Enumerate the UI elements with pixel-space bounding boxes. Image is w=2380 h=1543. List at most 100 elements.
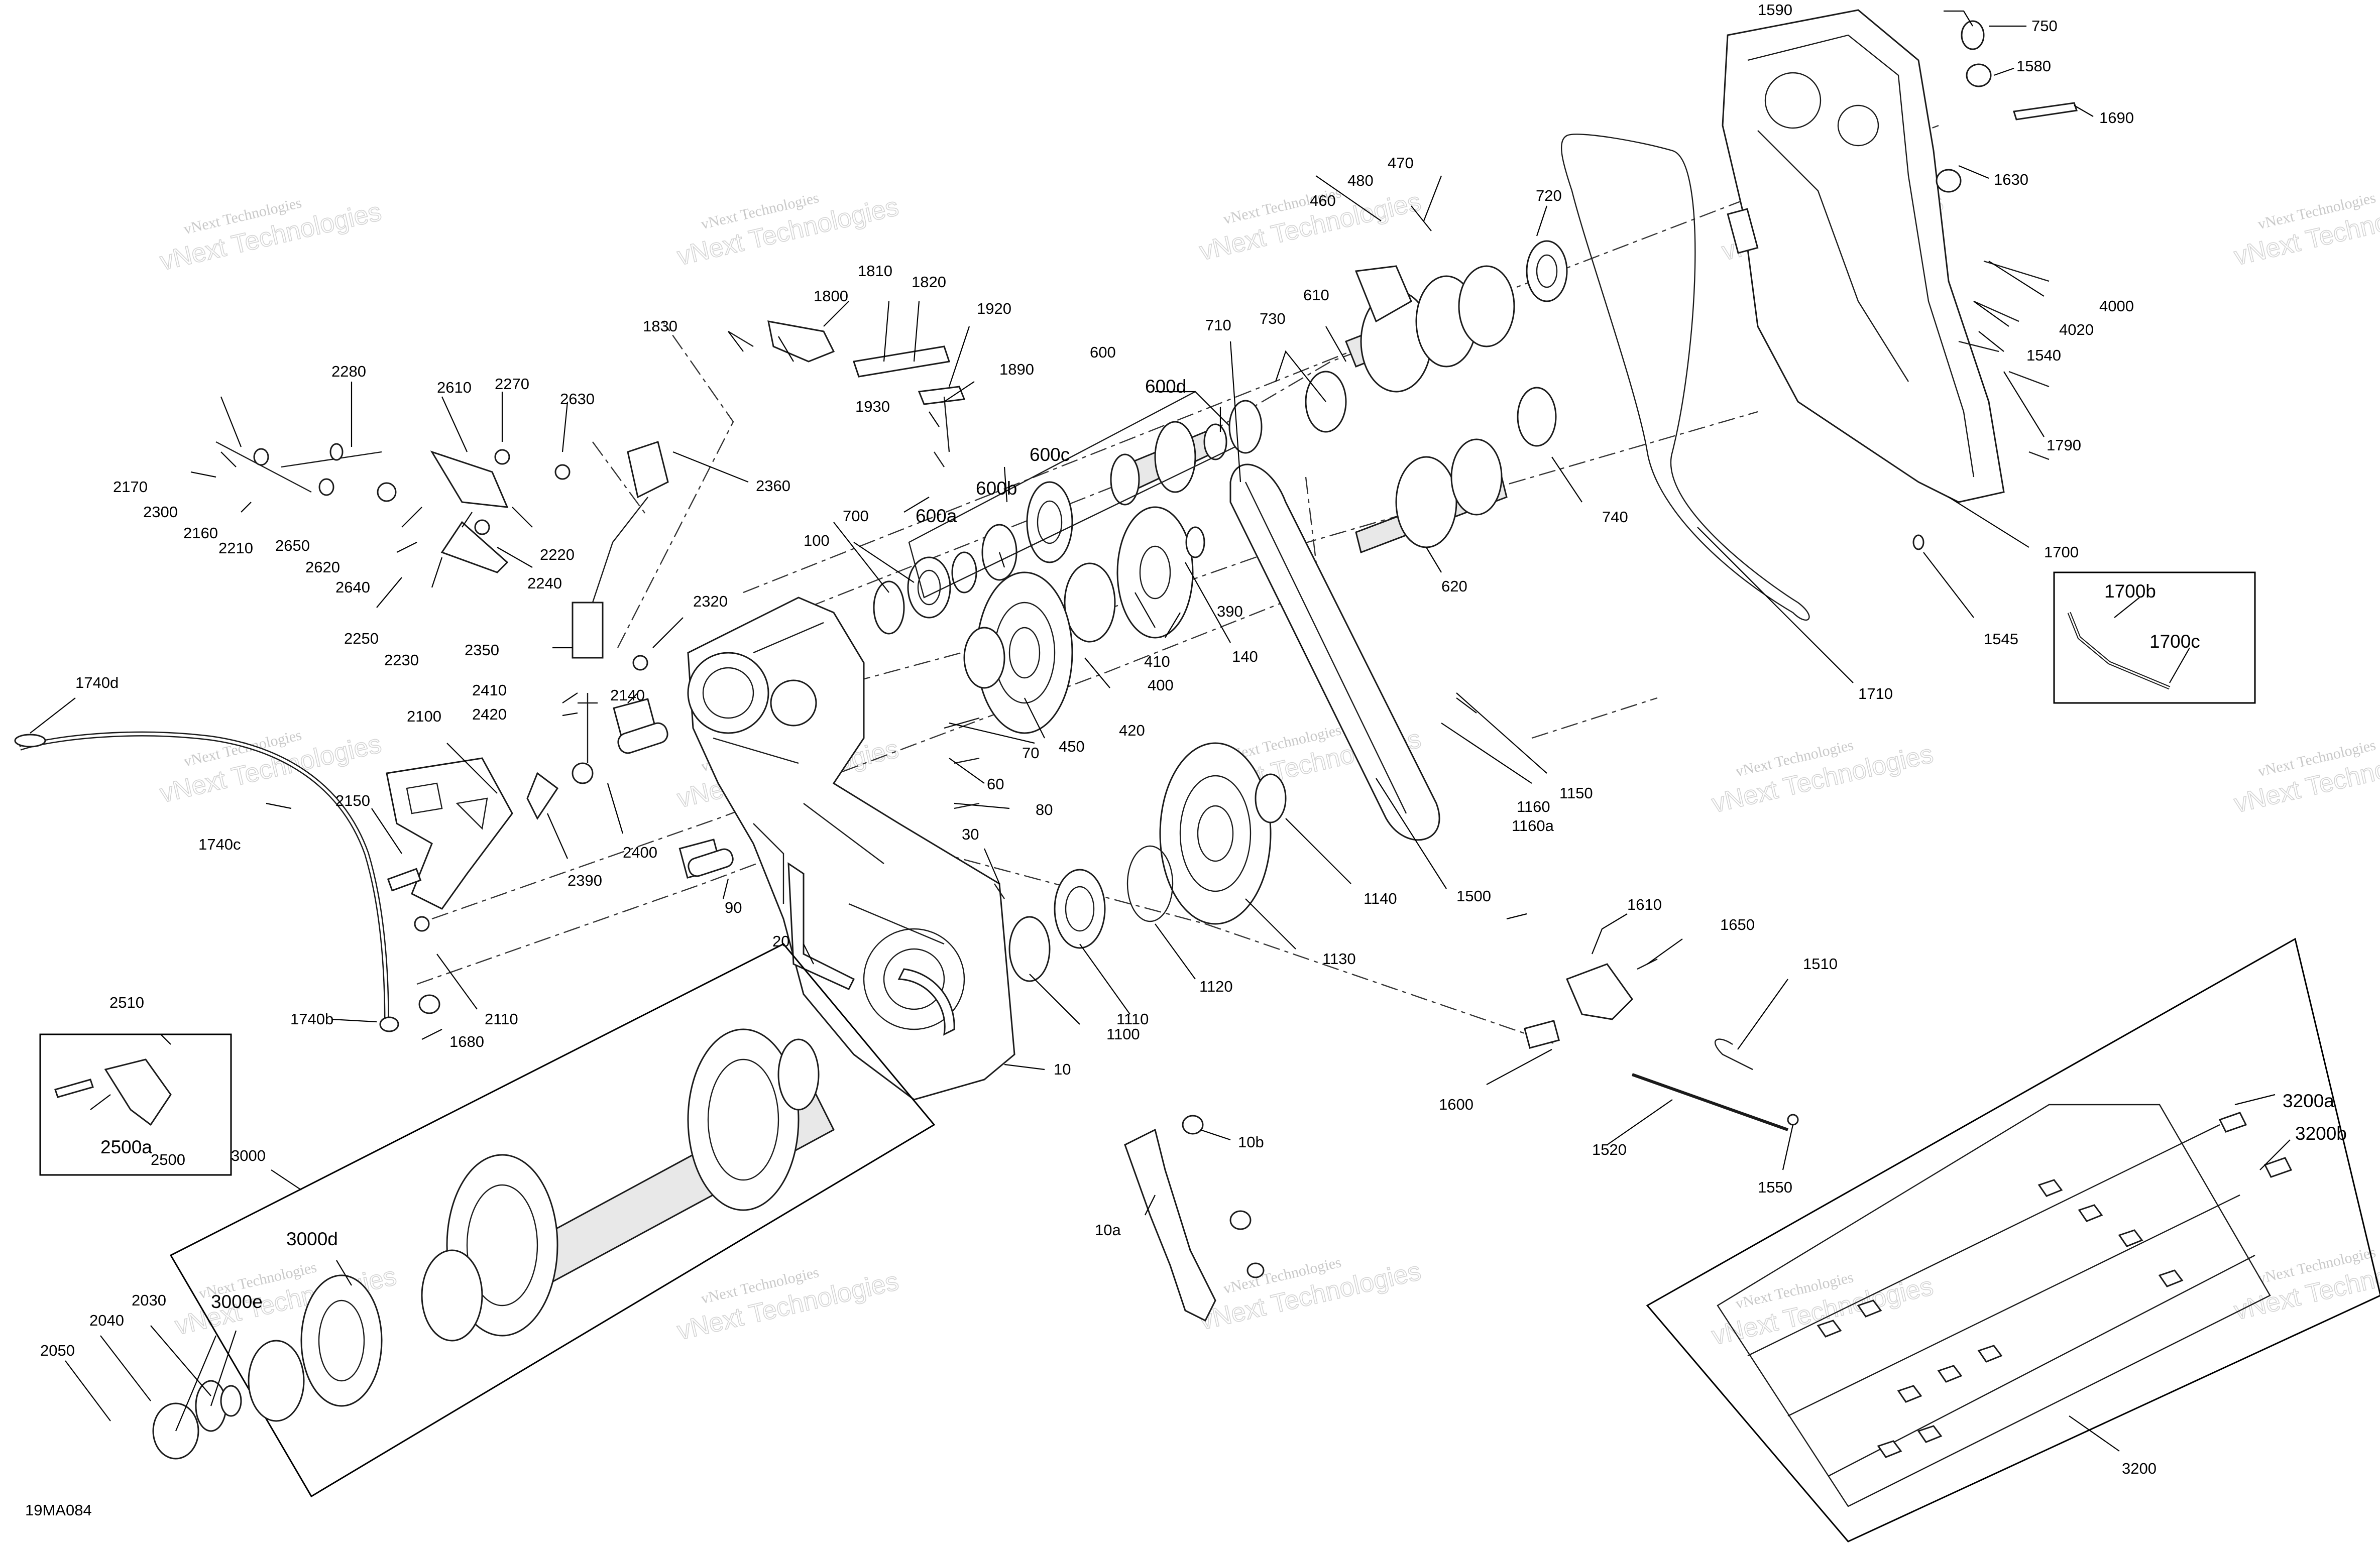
label-2150: 2150 [335, 792, 370, 809]
label-2640: 2640 [335, 578, 370, 596]
label-1630: 1630 [1994, 171, 2028, 188]
label-2210: 2210 [218, 539, 253, 557]
watermark: vNext Technologies vNext Technologies [157, 194, 384, 277]
drive-belt [1229, 463, 1440, 841]
label-600d: 600d [1145, 376, 1186, 397]
label-3000d: 3000d [286, 1229, 338, 1249]
label-2400: 2400 [623, 844, 657, 861]
label-700: 700 [843, 507, 869, 525]
kit-box-3000 [152, 943, 936, 1498]
gear-1130 [1008, 742, 1287, 982]
label-1580: 1580 [2016, 57, 2051, 75]
label-2160: 2160 [183, 524, 218, 542]
watermark: vNext Technologies vNext Technologies [1709, 1269, 1936, 1351]
label-1160: 1160 [1517, 798, 1550, 815]
label-1140: 1140 [1364, 890, 1397, 907]
kit-box-1700 [2053, 571, 2256, 704]
label-2610: 2610 [437, 379, 472, 396]
label-1700c: 1700c [2149, 631, 2200, 652]
label-2390: 2390 [568, 872, 602, 889]
label-2510: 2510 [109, 994, 144, 1011]
label-2500a: 2500a [100, 1137, 152, 1157]
label-1820: 1820 [912, 273, 946, 291]
label-2620: 2620 [305, 558, 340, 576]
label-70: 70 [1022, 744, 1039, 762]
label-2420: 2420 [472, 705, 507, 723]
label-1150: 1150 [1559, 784, 1593, 802]
label-2410: 2410 [472, 681, 507, 699]
watermark: vNext Technologies vNext Technologies [674, 189, 901, 272]
label-2280: 2280 [331, 363, 366, 380]
label-2270: 2270 [495, 375, 529, 393]
label-1740b: 1740b [290, 1010, 333, 1028]
label-2630: 2630 [560, 390, 595, 408]
label-2100: 2100 [407, 707, 441, 725]
label-10: 10 [1054, 1060, 1071, 1078]
label-1500: 1500 [1456, 887, 1491, 905]
gasket-1710 [1560, 134, 1810, 621]
label-1610: 1610 [1627, 896, 1662, 913]
watermark: vNext Technologies vNext Technologies [1196, 184, 1424, 267]
watermark: vNext Technologies vNext Technologies [2231, 737, 2380, 819]
diagram-code: 19MA084 [25, 1501, 92, 1519]
label-1650: 1650 [1720, 916, 1755, 933]
label-2220: 2220 [540, 546, 575, 563]
label-3200a: 3200a [2283, 1091, 2334, 1111]
label-3000: 3000 [231, 1147, 266, 1164]
label-1590: 1590 [1758, 1, 1792, 19]
bracket-10a [1124, 1115, 1265, 1322]
label-2240: 2240 [527, 574, 562, 592]
label-610: 610 [1303, 286, 1329, 304]
watermark: vNext Technologies vNext Technologies [2231, 189, 2380, 272]
label-710: 710 [1205, 316, 1231, 334]
label-480: 480 [1347, 172, 1374, 189]
label-460: 460 [1310, 192, 1336, 209]
cover-hardware [1912, 20, 2078, 550]
label-600: 600 [1090, 343, 1116, 361]
label-1160a: 1160a [1512, 817, 1554, 835]
label-1130: 1130 [1322, 950, 1356, 968]
label-2050: 2050 [40, 1342, 75, 1359]
label-730: 730 [1260, 310, 1286, 327]
watermark: vNext Technologies vNext Technologies [2231, 1244, 2380, 1326]
gear-cluster [963, 506, 1205, 734]
upper-gear-assembly [1228, 240, 1568, 554]
label-10b: 10b [1238, 1133, 1264, 1151]
leader-lines [30, 10, 2291, 1452]
label-4000: 4000 [2099, 297, 2134, 315]
kit-box-3200 [1646, 937, 2380, 1542]
label-1920: 1920 [977, 300, 1011, 317]
label-1710: 1710 [1858, 685, 1893, 702]
label-1790: 1790 [2047, 436, 2081, 454]
label-1545: 1545 [1984, 630, 2018, 648]
selector-assembly [1524, 958, 1799, 1131]
label-2300: 2300 [143, 503, 178, 521]
label-20: 20 [772, 932, 789, 950]
label-600b: 600b [976, 478, 1017, 499]
label-1810: 1810 [858, 262, 892, 280]
label-3000e: 3000e [211, 1291, 263, 1312]
part-labels: 1590 750 1580 1690 1630 4000 4020 1540 1… [25, 1, 2347, 1519]
label-1540: 1540 [2026, 346, 2061, 364]
label-410: 410 [1144, 653, 1170, 670]
label-60: 60 [987, 775, 1004, 793]
label-140: 140 [1232, 648, 1258, 665]
kit-box-2500 [39, 1033, 232, 1176]
label-750: 750 [2031, 17, 2058, 35]
watermark: vNext Technologies vNext Technologies [1196, 1254, 1424, 1336]
label-2040: 2040 [89, 1312, 124, 1329]
track-clips [1817, 1112, 2293, 1458]
label-1110: 1110 [1116, 1010, 1149, 1028]
label-2650: 2650 [275, 537, 310, 554]
label-2170: 2170 [113, 478, 148, 496]
bushings-and-pins [617, 717, 1005, 990]
shift-fork-hardware [215, 441, 571, 573]
label-1690: 1690 [2099, 109, 2134, 127]
label-420: 420 [1119, 722, 1145, 739]
label-2110: 2110 [485, 1010, 518, 1028]
label-450: 450 [1059, 738, 1085, 755]
label-2140: 2140 [610, 686, 645, 704]
label-2360: 2360 [756, 477, 790, 495]
label-80: 80 [1036, 801, 1053, 818]
